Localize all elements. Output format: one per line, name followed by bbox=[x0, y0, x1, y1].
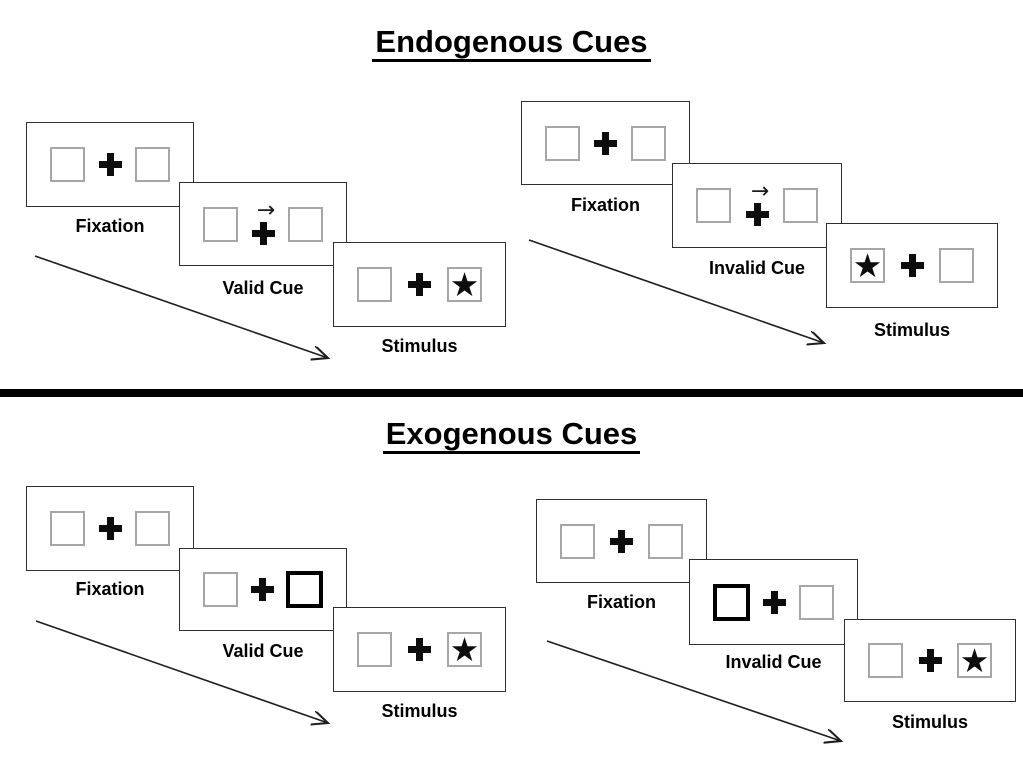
right-placeholder-box bbox=[135, 511, 170, 546]
panel-label-fixation: Fixation bbox=[586, 592, 656, 612]
fixation-cross-icon bbox=[900, 254, 924, 277]
plus-icon bbox=[250, 578, 274, 601]
star-icon: ★ bbox=[852, 246, 883, 285]
panel-label-valid-cue: Valid Cue bbox=[222, 641, 304, 661]
cue-arrow-right-icon: → bbox=[750, 179, 770, 204]
plus-icon bbox=[408, 273, 431, 296]
panel-label-stimulus: Stimulus bbox=[873, 320, 950, 340]
left-placeholder-box bbox=[545, 125, 580, 161]
star-icon: ★ bbox=[959, 641, 990, 680]
left-placeholder-box bbox=[357, 267, 392, 302]
panel-exo-valid-stimulus: ★ bbox=[333, 607, 506, 692]
left-placeholder-box bbox=[357, 632, 392, 667]
plus-icon bbox=[763, 590, 786, 614]
panel-label-invalid-cue: Invalid Cue bbox=[725, 652, 822, 672]
panel-label-stimulus: Stimulus bbox=[381, 701, 458, 721]
fixation-cross-icon bbox=[594, 131, 617, 155]
panel-label-stimulus: Stimulus bbox=[891, 712, 968, 732]
plus-icon bbox=[918, 649, 942, 672]
panel-label-fixation: Fixation bbox=[75, 579, 145, 599]
highlighted-cue-box-right bbox=[286, 571, 323, 608]
plus-icon bbox=[98, 153, 122, 176]
right-placeholder-box bbox=[799, 584, 834, 620]
central-cue: → bbox=[251, 197, 276, 245]
left-placeholder-box bbox=[50, 511, 85, 546]
right-placeholder-box bbox=[288, 206, 323, 242]
panel-label-fixation: Fixation bbox=[570, 195, 640, 215]
right-placeholder-box bbox=[648, 523, 683, 559]
section-title-text: Exogenous Cues bbox=[382, 418, 641, 454]
section-title-exogenous: Exogenous Cues bbox=[0, 418, 1023, 454]
plus-icon bbox=[98, 517, 122, 540]
star-stimulus-box: ★ bbox=[850, 248, 885, 283]
timeline-arrow-exo-valid bbox=[35, 620, 328, 723]
plus-icon bbox=[594, 131, 617, 155]
right-placeholder-box bbox=[631, 125, 666, 161]
right-placeholder-box bbox=[939, 248, 974, 283]
section-divider bbox=[0, 389, 1023, 397]
panel-label-fixation: Fixation bbox=[75, 216, 145, 236]
section-title-text: Endogenous Cues bbox=[372, 26, 651, 62]
panel-exo-valid-cue bbox=[179, 548, 347, 631]
star-stimulus-box: ★ bbox=[447, 632, 482, 667]
central-cue: → bbox=[745, 179, 770, 226]
panel-endo-invalid-stimulus: ★ bbox=[826, 223, 998, 308]
left-placeholder-box bbox=[560, 523, 595, 559]
timeline-arrow-endo-valid bbox=[34, 255, 328, 358]
panel-exo-invalid-fixation bbox=[536, 499, 707, 583]
right-placeholder-box bbox=[135, 147, 170, 182]
section-title-endogenous: Endogenous Cues bbox=[0, 26, 1023, 62]
fixation-cross-icon bbox=[408, 638, 431, 661]
panel-label-stimulus: Stimulus bbox=[381, 336, 458, 356]
panel-endo-valid-stimulus: ★ bbox=[333, 242, 506, 327]
plus-icon bbox=[745, 203, 769, 226]
timeline-arrow-endo-invalid bbox=[528, 239, 824, 343]
left-placeholder-box bbox=[203, 206, 238, 242]
fixation-cross-icon bbox=[408, 273, 431, 296]
panel-endo-invalid-fixation bbox=[521, 101, 690, 185]
fixation-cross-icon bbox=[98, 517, 122, 540]
plus-icon bbox=[408, 638, 431, 661]
fixation-cross-icon bbox=[763, 590, 786, 614]
panel-label-valid-cue: Valid Cue bbox=[222, 278, 304, 298]
panel-exo-invalid-cue bbox=[689, 559, 858, 645]
star-icon: ★ bbox=[449, 265, 480, 304]
plus-icon bbox=[251, 221, 275, 245]
left-placeholder-box bbox=[868, 643, 903, 678]
panel-exo-invalid-stimulus: ★ bbox=[844, 619, 1016, 702]
cue-arrow-right-icon: → bbox=[256, 197, 276, 223]
panel-label-invalid-cue: Invalid Cue bbox=[708, 258, 806, 278]
fixation-cross-icon bbox=[610, 529, 633, 553]
panel-endo-valid-fixation bbox=[26, 122, 194, 207]
fixation-cross-icon bbox=[250, 578, 274, 601]
right-placeholder-box bbox=[783, 188, 818, 223]
fixation-cross-icon bbox=[98, 153, 122, 176]
star-icon: ★ bbox=[449, 630, 480, 669]
fixation-cross-icon bbox=[918, 649, 942, 672]
panel-exo-valid-fixation bbox=[26, 486, 194, 571]
star-stimulus-box: ★ bbox=[447, 267, 482, 302]
left-placeholder-box bbox=[50, 147, 85, 182]
star-stimulus-box: ★ bbox=[957, 643, 992, 678]
highlighted-cue-box-left bbox=[713, 583, 750, 621]
panel-endo-valid-cue: → bbox=[179, 182, 347, 266]
panel-endo-invalid-cue: → bbox=[672, 163, 842, 248]
plus-icon bbox=[610, 529, 633, 553]
left-placeholder-box bbox=[203, 572, 238, 607]
plus-icon bbox=[900, 254, 924, 277]
left-placeholder-box bbox=[696, 188, 731, 223]
